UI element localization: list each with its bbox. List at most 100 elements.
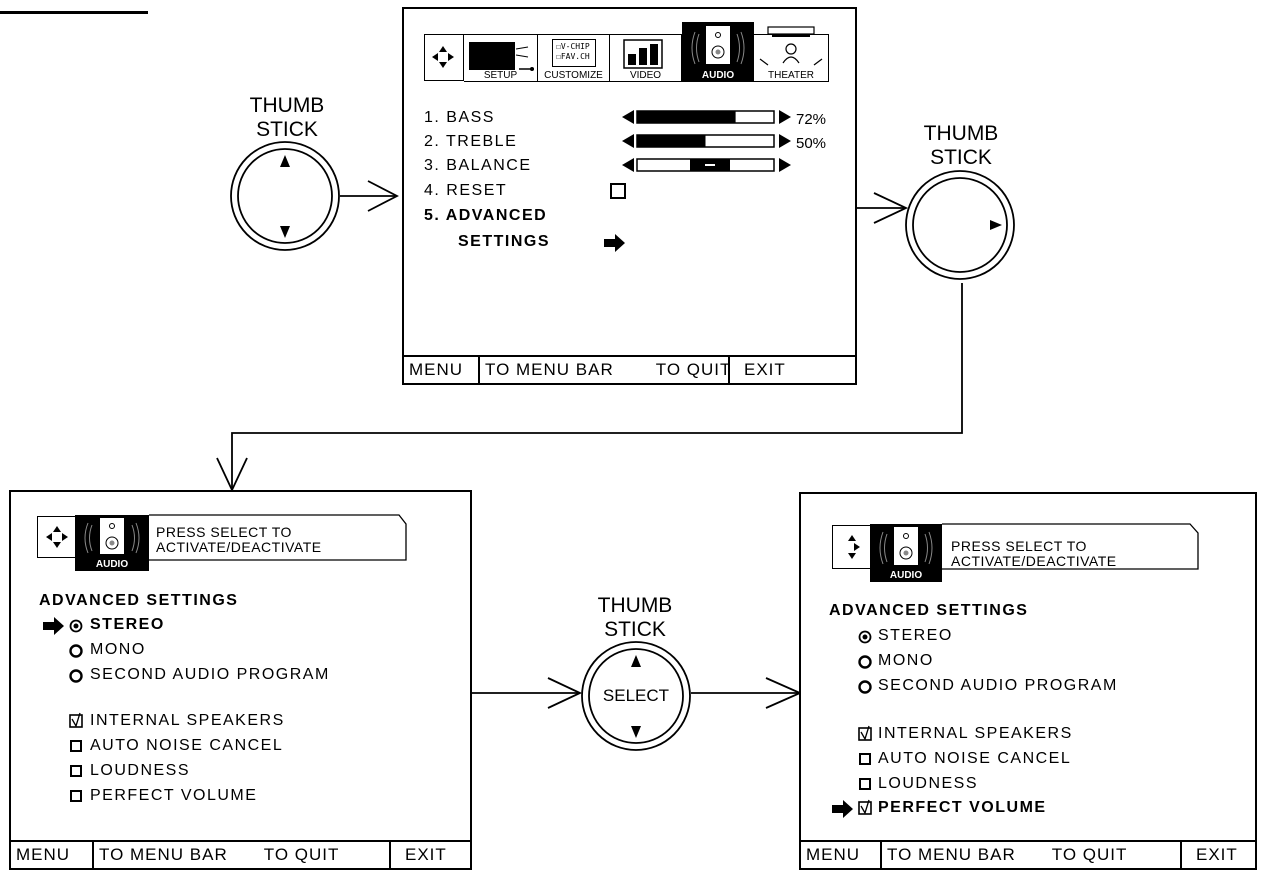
tab-video[interactable]: VIDEO [610,34,682,82]
menu-item-balance[interactable]: 3. BALANCE [424,157,532,174]
footer-label: TO QUIT [655,360,732,379]
check-loudness[interactable]: LOUDNESS [90,762,191,779]
bass-value: 72% [796,111,827,128]
check-auto-noise-cancel[interactable]: AUTO NOISE CANCEL [878,750,1072,767]
advanced-settings-screen-right: AUDIO PRESS SELECT TO ACTIVATE/DEACTIVAT… [799,492,1257,870]
menu-item-reset[interactable]: 4. RESET [424,182,508,199]
thumb-stick-right [905,170,1015,280]
footer-label: TO MENU BAR [485,360,614,379]
footer-menu[interactable]: MENU [409,360,464,379]
speaker-icon [691,26,745,65]
right-arrow-icon [779,110,791,124]
audio-tab: AUDIO [870,524,942,582]
checkbox-checked-icon[interactable] [858,725,872,742]
tab-label: AUDIO [889,570,923,581]
thumb-stick-label-left: THUMB STICK [232,94,342,142]
video-bars-icon [623,39,663,69]
tab-label: AUDIO [95,559,129,570]
speaker-icon [84,518,140,554]
radio-selected-icon[interactable] [858,630,872,644]
checkbox-icon[interactable] [70,765,82,777]
advanced-settings-screen-left: AUDIO PRESS SELECT TO ACTIVATE/DEACTIVAT… [9,490,472,870]
radio-mono[interactable]: MONO [878,652,934,669]
check-auto-noise-cancel[interactable]: AUTO NOISE CANCEL [90,737,284,754]
checkbox-checked-icon[interactable] [858,799,872,816]
pointer-arrow-icon [43,617,64,635]
menu-item-settings[interactable]: SETTINGS [458,233,551,250]
check-loudness[interactable]: LOUDNESS [878,775,979,792]
check-internal-speakers[interactable]: INTERNAL SPEAKERS [90,712,285,729]
info-tab-outline [149,514,407,561]
footer-menu[interactable]: MENU [806,845,861,864]
thumb-stick-select [581,641,691,751]
menu-footer: MENU TO MENU BAR TO QUIT EXIT [11,840,470,868]
slider-fill [637,135,706,147]
radio-mono[interactable]: MONO [90,641,146,658]
radio-icon[interactable] [69,644,83,658]
tab-setup[interactable]: SETUP [464,34,538,82]
checkbox-checked-icon[interactable] [69,712,83,729]
tab-audio[interactable]: AUDIO [682,22,754,82]
four-way-arrow-icon [432,46,454,68]
radio-selected-icon[interactable] [69,619,83,633]
check-internal-speakers[interactable]: INTERNAL SPEAKERS [878,725,1073,742]
left-arrow-icon [622,110,634,124]
slider-balance[interactable] [622,157,792,175]
check-perfect-volume[interactable]: PERFECT VOLUME [878,799,1047,816]
up-arrow-icon [280,155,290,167]
left-arrow-icon [622,134,634,148]
footer-label: TO MENU BAR [887,845,1016,864]
footer-exit[interactable]: EXIT [1180,842,1255,868]
slider-bass[interactable] [622,109,792,127]
label-line: STICK [604,618,666,641]
select-button-label[interactable]: SELECT [602,686,670,705]
slider-fill [637,111,736,123]
reset-checkbox[interactable] [610,183,626,199]
footer-label: TO QUIT [263,845,340,864]
footer-menu[interactable]: MENU [16,845,71,864]
tab-label: THEATER [768,70,814,81]
menu-item-bass[interactable]: 1. BASS [424,109,495,126]
nav-box [424,34,464,81]
slider-treble[interactable] [622,133,792,151]
up-arrow-icon [631,655,641,667]
checkbox-icon[interactable] [859,753,871,765]
check-perfect-volume[interactable]: PERFECT VOLUME [90,787,258,804]
radio-icon[interactable] [69,669,83,683]
radio-stereo[interactable]: STEREO [878,627,953,644]
tab-theater[interactable]: THEATER [754,26,829,82]
radio-second-audio-program[interactable]: SECOND AUDIO PROGRAM [90,666,330,683]
checkbox-icon[interactable] [70,740,82,752]
pointer-arrow-icon [604,234,625,252]
radio-icon[interactable] [858,680,872,694]
thumb-stick-left [230,141,340,251]
footer-to-menu-bar: TO MENU BAR TO QUIT [92,842,389,868]
thumb-stick-label-middle: THUMB STICK [580,594,690,642]
radio-icon[interactable] [858,655,872,669]
menu-footer: MENU TO MENU BAR TO QUIT EXIT [801,840,1255,868]
speaker-icon [879,527,933,565]
right-arrow-icon [779,158,791,172]
down-arrow-icon [280,226,290,238]
radio-stereo[interactable]: STEREO [90,616,165,633]
label-line: THUMB [597,594,673,617]
menu-item-advanced[interactable]: 5. ADVANCED [424,207,548,224]
four-way-arrow-icon [848,535,860,559]
footer-to-menu-bar: TO MENU BAR TO QUIT [478,357,730,383]
tab-customize[interactable]: ☐V-CHIP ☐FAV.CH CUSTOMIZE [538,34,610,82]
checkbox-icon[interactable] [70,790,82,802]
tab-label: CUSTOMIZE [544,70,603,81]
footer-exit[interactable]: EXIT [728,357,855,383]
info-text: PRESS SELECT TO ACTIVATE/DEACTIVATE [951,539,1117,569]
label-line: STICK [256,118,318,141]
info-line: ACTIVATE/DEACTIVATE [156,539,322,555]
info-line: ACTIVATE/DEACTIVATE [951,553,1117,569]
audio-menu-screen: SETUP ☐V-CHIP ☐FAV.CH CUSTOMIZE VIDEO [402,7,857,385]
checkbox-icon[interactable] [859,778,871,790]
info-line: PRESS SELECT TO [951,538,1087,554]
footer-exit[interactable]: EXIT [389,842,470,868]
radio-second-audio-program[interactable]: SECOND AUDIO PROGRAM [878,677,1118,694]
menu-item-treble[interactable]: 2. TREBLE [424,133,518,150]
down-arrow-icon [631,726,641,738]
icon-text: V-CHIP [560,42,590,51]
